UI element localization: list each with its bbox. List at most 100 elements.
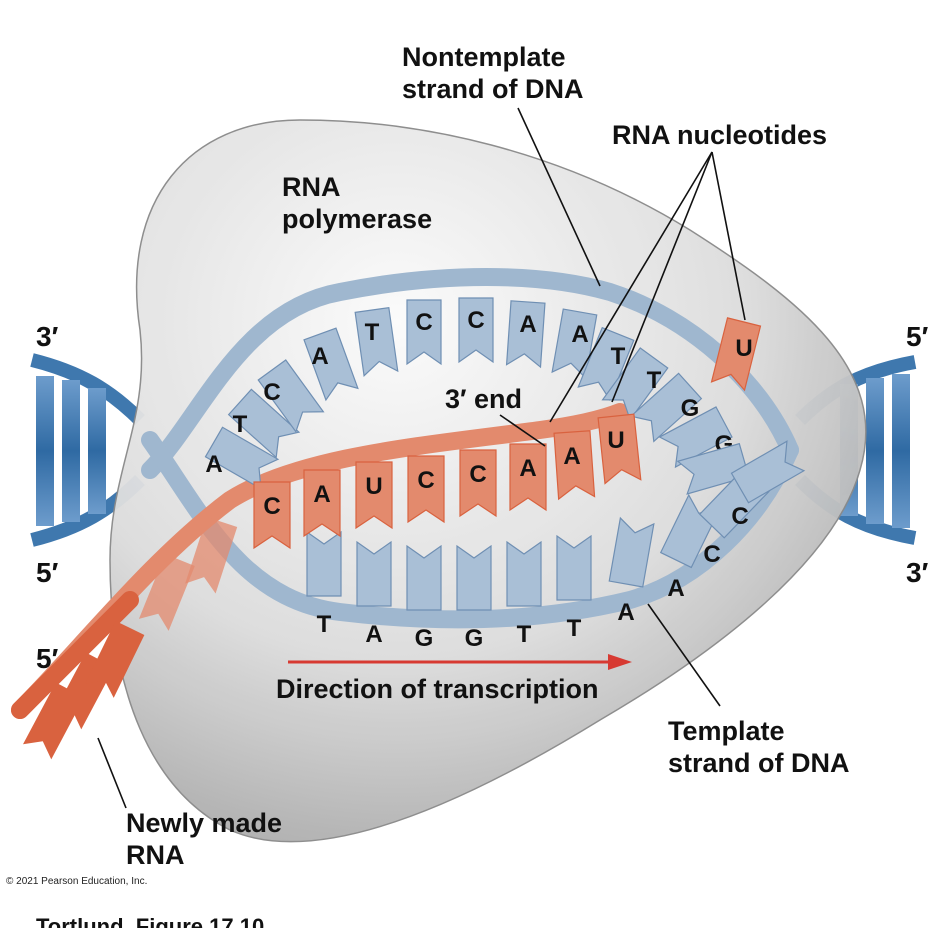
rna-polymerase-label-1: RNA <box>282 172 341 202</box>
three-prime-end-leader <box>499 414 546 447</box>
three-prime-end-label: 3′ end <box>445 384 522 414</box>
nontemplate-base-6-letter: C <box>415 309 432 336</box>
nontemplate-base-4-letter: A <box>311 343 328 370</box>
template-base-6-shape <box>556 534 592 601</box>
template-base-6-letter: T <box>567 615 582 642</box>
template-base-2-letter: A <box>365 621 382 648</box>
template-base-1-letter: T <box>317 611 332 638</box>
template-base-3-shape <box>406 544 442 611</box>
rna-base-7-letter: A <box>563 443 580 470</box>
nontemplate-base-7-letter: C <box>467 307 484 334</box>
nontemplate-base-9-letter: A <box>571 321 588 348</box>
nontemplate-base-13-shape <box>658 406 733 469</box>
template-base-3-letter: G <box>415 625 434 652</box>
nontemplate-base-2-letter: T <box>233 411 248 438</box>
nontemplate-base-3-letter: C <box>263 379 280 406</box>
nontemplate-base-8-shape <box>505 300 546 369</box>
template-base-8-letter: A <box>667 575 684 602</box>
direction-label: Direction of transcription <box>276 674 599 704</box>
nontemplate-base-2: T <box>227 388 301 459</box>
template-base-6: T <box>556 534 592 642</box>
template-base-10-shape <box>730 440 806 504</box>
rna-base-8-shape <box>597 413 642 485</box>
nucleotide-leader-3 <box>711 151 746 321</box>
direction-arrow <box>288 654 632 670</box>
nontemplate-base-1: A <box>204 426 280 490</box>
nontemplate-base-4-shape <box>303 327 359 402</box>
nontemplate-base-8: A <box>505 300 546 369</box>
rna-backbone-outer <box>11 591 139 719</box>
nontemplate-leader <box>517 107 601 287</box>
rna-base-5-shape <box>459 449 497 518</box>
template-base-7-shape <box>608 516 655 588</box>
template-base-2: A <box>356 540 392 648</box>
nontemplate-base-5: T <box>354 306 399 377</box>
nontemplate-base-5-letter: T <box>365 319 380 346</box>
nontemplate-base-11-shape <box>601 347 669 422</box>
free-nucleotide-u: U <box>710 317 762 392</box>
free-nucleotide-u-shape <box>710 317 762 392</box>
template-base-4-letter: G <box>465 625 484 652</box>
rna-base-1-letter: C <box>263 493 280 520</box>
nontemplate-base-3-shape <box>257 359 325 434</box>
rna-base-5-letter: C <box>469 461 486 488</box>
nontemplate-base-4: A <box>303 327 359 402</box>
rna-base-6-shape <box>509 443 547 512</box>
right-top-end: 5′ <box>906 321 929 352</box>
outer-dna-left <box>30 353 145 547</box>
template-label-1: Template <box>668 716 785 746</box>
rna-base-2-shape <box>303 469 341 538</box>
copyright: © 2021 Pearson Education, Inc. <box>6 876 147 887</box>
rna-base-2-letter: A <box>313 481 330 508</box>
nontemplate-base-7: C <box>458 297 494 364</box>
left-top-end: 3′ <box>36 321 59 352</box>
right-bottom-end: 3′ <box>906 557 929 588</box>
nontemplate-base-12: G <box>629 372 703 443</box>
nontemplate-base-9-shape <box>551 308 598 380</box>
rna-base-3-shape <box>355 461 393 530</box>
nontemplate-base-6-shape <box>406 299 442 366</box>
rna-base-7-shape <box>553 430 596 501</box>
nontemplate-base-5-shape <box>354 306 399 377</box>
rna-base-6: A <box>509 443 547 512</box>
template-base-5: T <box>506 540 542 648</box>
rna-base-5: C <box>459 449 497 518</box>
nucleotide-leader-1 <box>549 151 713 423</box>
rna-base-3-letter: U <box>365 473 382 500</box>
nontemplate-base-10: T <box>577 326 635 402</box>
template-base-10-letter: C <box>731 503 748 530</box>
rna-tail-stub <box>138 554 195 631</box>
rna-base-3: U <box>355 461 393 530</box>
rna-base-8: U <box>597 413 642 485</box>
template-base-1: T <box>306 530 342 638</box>
base-pairs: ATCATCCAATTGGCTAGGTTAACCCAUCCAAUU <box>23 297 806 760</box>
nontemplate-base-11: T <box>601 347 669 422</box>
nontemplate-base-2-shape <box>227 388 301 459</box>
rna-polymerase-label-2: polymerase <box>282 204 432 234</box>
nontemplate-label-2: strand of DNA <box>402 74 584 104</box>
nontemplate-base-11-letter: T <box>647 367 662 394</box>
rna-base-8-letter: U <box>607 427 624 454</box>
nontemplate-base-12-letter: G <box>681 395 700 422</box>
rna-base-4-letter: C <box>417 467 434 494</box>
nontemplate-base-10-letter: T <box>611 343 626 370</box>
template-base-5-letter: T <box>517 621 532 648</box>
template-base-9-letter: C <box>703 541 720 568</box>
template-label-2: strand of DNA <box>668 748 850 778</box>
rna-tail-stub <box>185 517 238 594</box>
nontemplate-base-9: A <box>551 308 598 380</box>
rna-left-end: 5′ <box>36 643 59 674</box>
template-base-4: G <box>456 544 492 652</box>
nontemplate-base-7-shape <box>458 297 494 364</box>
rna-nucleotides-label: RNA nucleotides <box>612 120 827 150</box>
left-bottom-end: 5′ <box>36 557 59 588</box>
rna-leader <box>97 737 127 809</box>
template-base-7-letter: A <box>617 599 634 626</box>
template-leader <box>647 603 721 707</box>
rna-base-7: A <box>553 430 596 501</box>
rna-base-4-shape <box>407 455 445 524</box>
rna-base-4: C <box>407 455 445 524</box>
rna-base-6-letter: A <box>519 455 536 482</box>
template-base-4-shape <box>456 544 492 611</box>
